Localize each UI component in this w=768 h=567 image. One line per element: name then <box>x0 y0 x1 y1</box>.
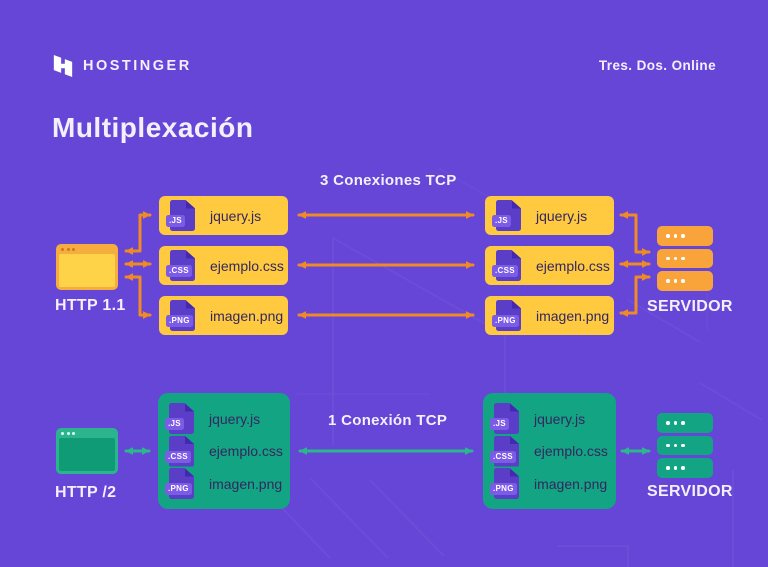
png-file-icon: .PNG <box>490 468 519 499</box>
http2-server-label: SERVIDOR <box>647 483 733 500</box>
file-type-badge: .JS <box>166 215 185 227</box>
server-row <box>657 458 713 478</box>
http2-server-stack <box>657 413 713 478</box>
server-row <box>657 413 713 433</box>
file-type-badge: .PNG <box>492 315 519 327</box>
http1-server-stack <box>657 226 713 291</box>
brand: HOSTINGER <box>52 54 192 78</box>
server-row <box>657 271 713 291</box>
file-name: imagen.png <box>536 307 610 324</box>
file-name: ejemplo.css <box>534 443 608 459</box>
file-type-badge: .PNG <box>166 315 193 327</box>
stream-file-css: .CSS ejemplo.css <box>165 435 283 467</box>
file-name: ejemplo.css <box>536 257 610 274</box>
stream-file-jquery: .JS jquery.js <box>165 403 282 434</box>
css-file-icon: .CSS <box>165 435 194 467</box>
file-name: jquery.js <box>209 410 261 427</box>
file-type-badge: .CSS <box>490 450 516 463</box>
file-name: jquery.js <box>536 207 588 224</box>
png-file-icon: .PNG <box>166 300 195 331</box>
js-file-icon: .JS <box>166 200 195 231</box>
js-file-icon: .JS <box>490 403 519 434</box>
css-file-icon: .CSS <box>492 250 521 281</box>
http1-right-file-png: .PNG imagen.png <box>485 296 614 335</box>
server-row <box>657 248 713 268</box>
file-name: imagen.png <box>209 475 283 492</box>
file-type-badge: .CSS <box>166 265 192 277</box>
hostinger-logo-icon <box>53 55 73 77</box>
server-fan-bottom <box>619 273 651 317</box>
file-type-badge: .PNG <box>165 483 192 495</box>
http2-right-stream-box: .JS jquery.js .CSS ejemplo.css .PNG imag… <box>483 393 616 509</box>
file-type-badge: .CSS <box>165 450 191 463</box>
stream-file-png: .PNG imagen.png <box>165 468 283 499</box>
header-tagline: Tres. Dos. Online <box>598 58 716 73</box>
browser-dots-icon <box>61 431 75 435</box>
client-fan-top <box>124 211 152 255</box>
server-row <box>657 226 713 246</box>
stream-file-css: .CSS ejemplo.css <box>490 435 608 467</box>
js-file-icon: .JS <box>492 200 521 231</box>
stream-file-png: .PNG imagen.png <box>490 468 608 499</box>
server-row <box>657 435 713 455</box>
client-fan-bottom <box>124 273 152 319</box>
png-file-icon: .PNG <box>165 468 194 499</box>
file-type-badge: .JS <box>165 418 184 430</box>
css-file-icon: .CSS <box>490 435 519 467</box>
http1-left-file-jquery: .JS jquery.js <box>159 196 288 235</box>
http1-left-file-css: .CSS ejemplo.css <box>159 246 288 285</box>
page-title: Multiplexación <box>52 112 254 143</box>
file-type-badge: .PNG <box>490 483 517 495</box>
file-type-badge: .JS <box>492 215 511 227</box>
http2-left-stream-box: .JS jquery.js .CSS ejemplo.css .PNG imag… <box>158 393 290 509</box>
http2-client-browser <box>56 428 118 474</box>
http1-client-label: HTTP 1.1 <box>55 297 126 314</box>
file-name: imagen.png <box>210 307 284 324</box>
http2-client-label: HTTP /2 <box>55 484 117 501</box>
browser-dots-icon <box>61 247 75 251</box>
http1-connection-label: 3 Conexiones TCP <box>320 172 457 189</box>
file-name: imagen.png <box>534 475 608 492</box>
file-name: ejemplo.css <box>210 257 284 274</box>
http1-right-file-css: .CSS ejemplo.css <box>485 246 614 285</box>
file-name: ejemplo.css <box>209 443 283 459</box>
server-fan-top <box>619 211 651 256</box>
file-name: jquery.js <box>210 207 262 224</box>
file-type-badge: .JS <box>490 418 509 430</box>
browser-viewport <box>59 438 115 471</box>
stream-file-jquery: .JS jquery.js <box>490 403 608 434</box>
js-file-icon: .JS <box>165 403 194 434</box>
http2-connection-label: 1 Conexión TCP <box>328 412 448 429</box>
file-name: jquery.js <box>534 410 586 427</box>
http1-client-browser <box>56 244 118 290</box>
brand-name: HOSTINGER <box>83 58 192 74</box>
browser-viewport <box>59 254 115 287</box>
http1-right-file-jquery: .JS jquery.js <box>485 196 614 235</box>
css-file-icon: .CSS <box>166 250 195 281</box>
png-file-icon: .PNG <box>492 300 521 331</box>
http1-server-label: SERVIDOR <box>647 298 733 315</box>
http1-left-file-png: .PNG imagen.png <box>159 296 288 335</box>
file-type-badge: .CSS <box>492 265 518 277</box>
